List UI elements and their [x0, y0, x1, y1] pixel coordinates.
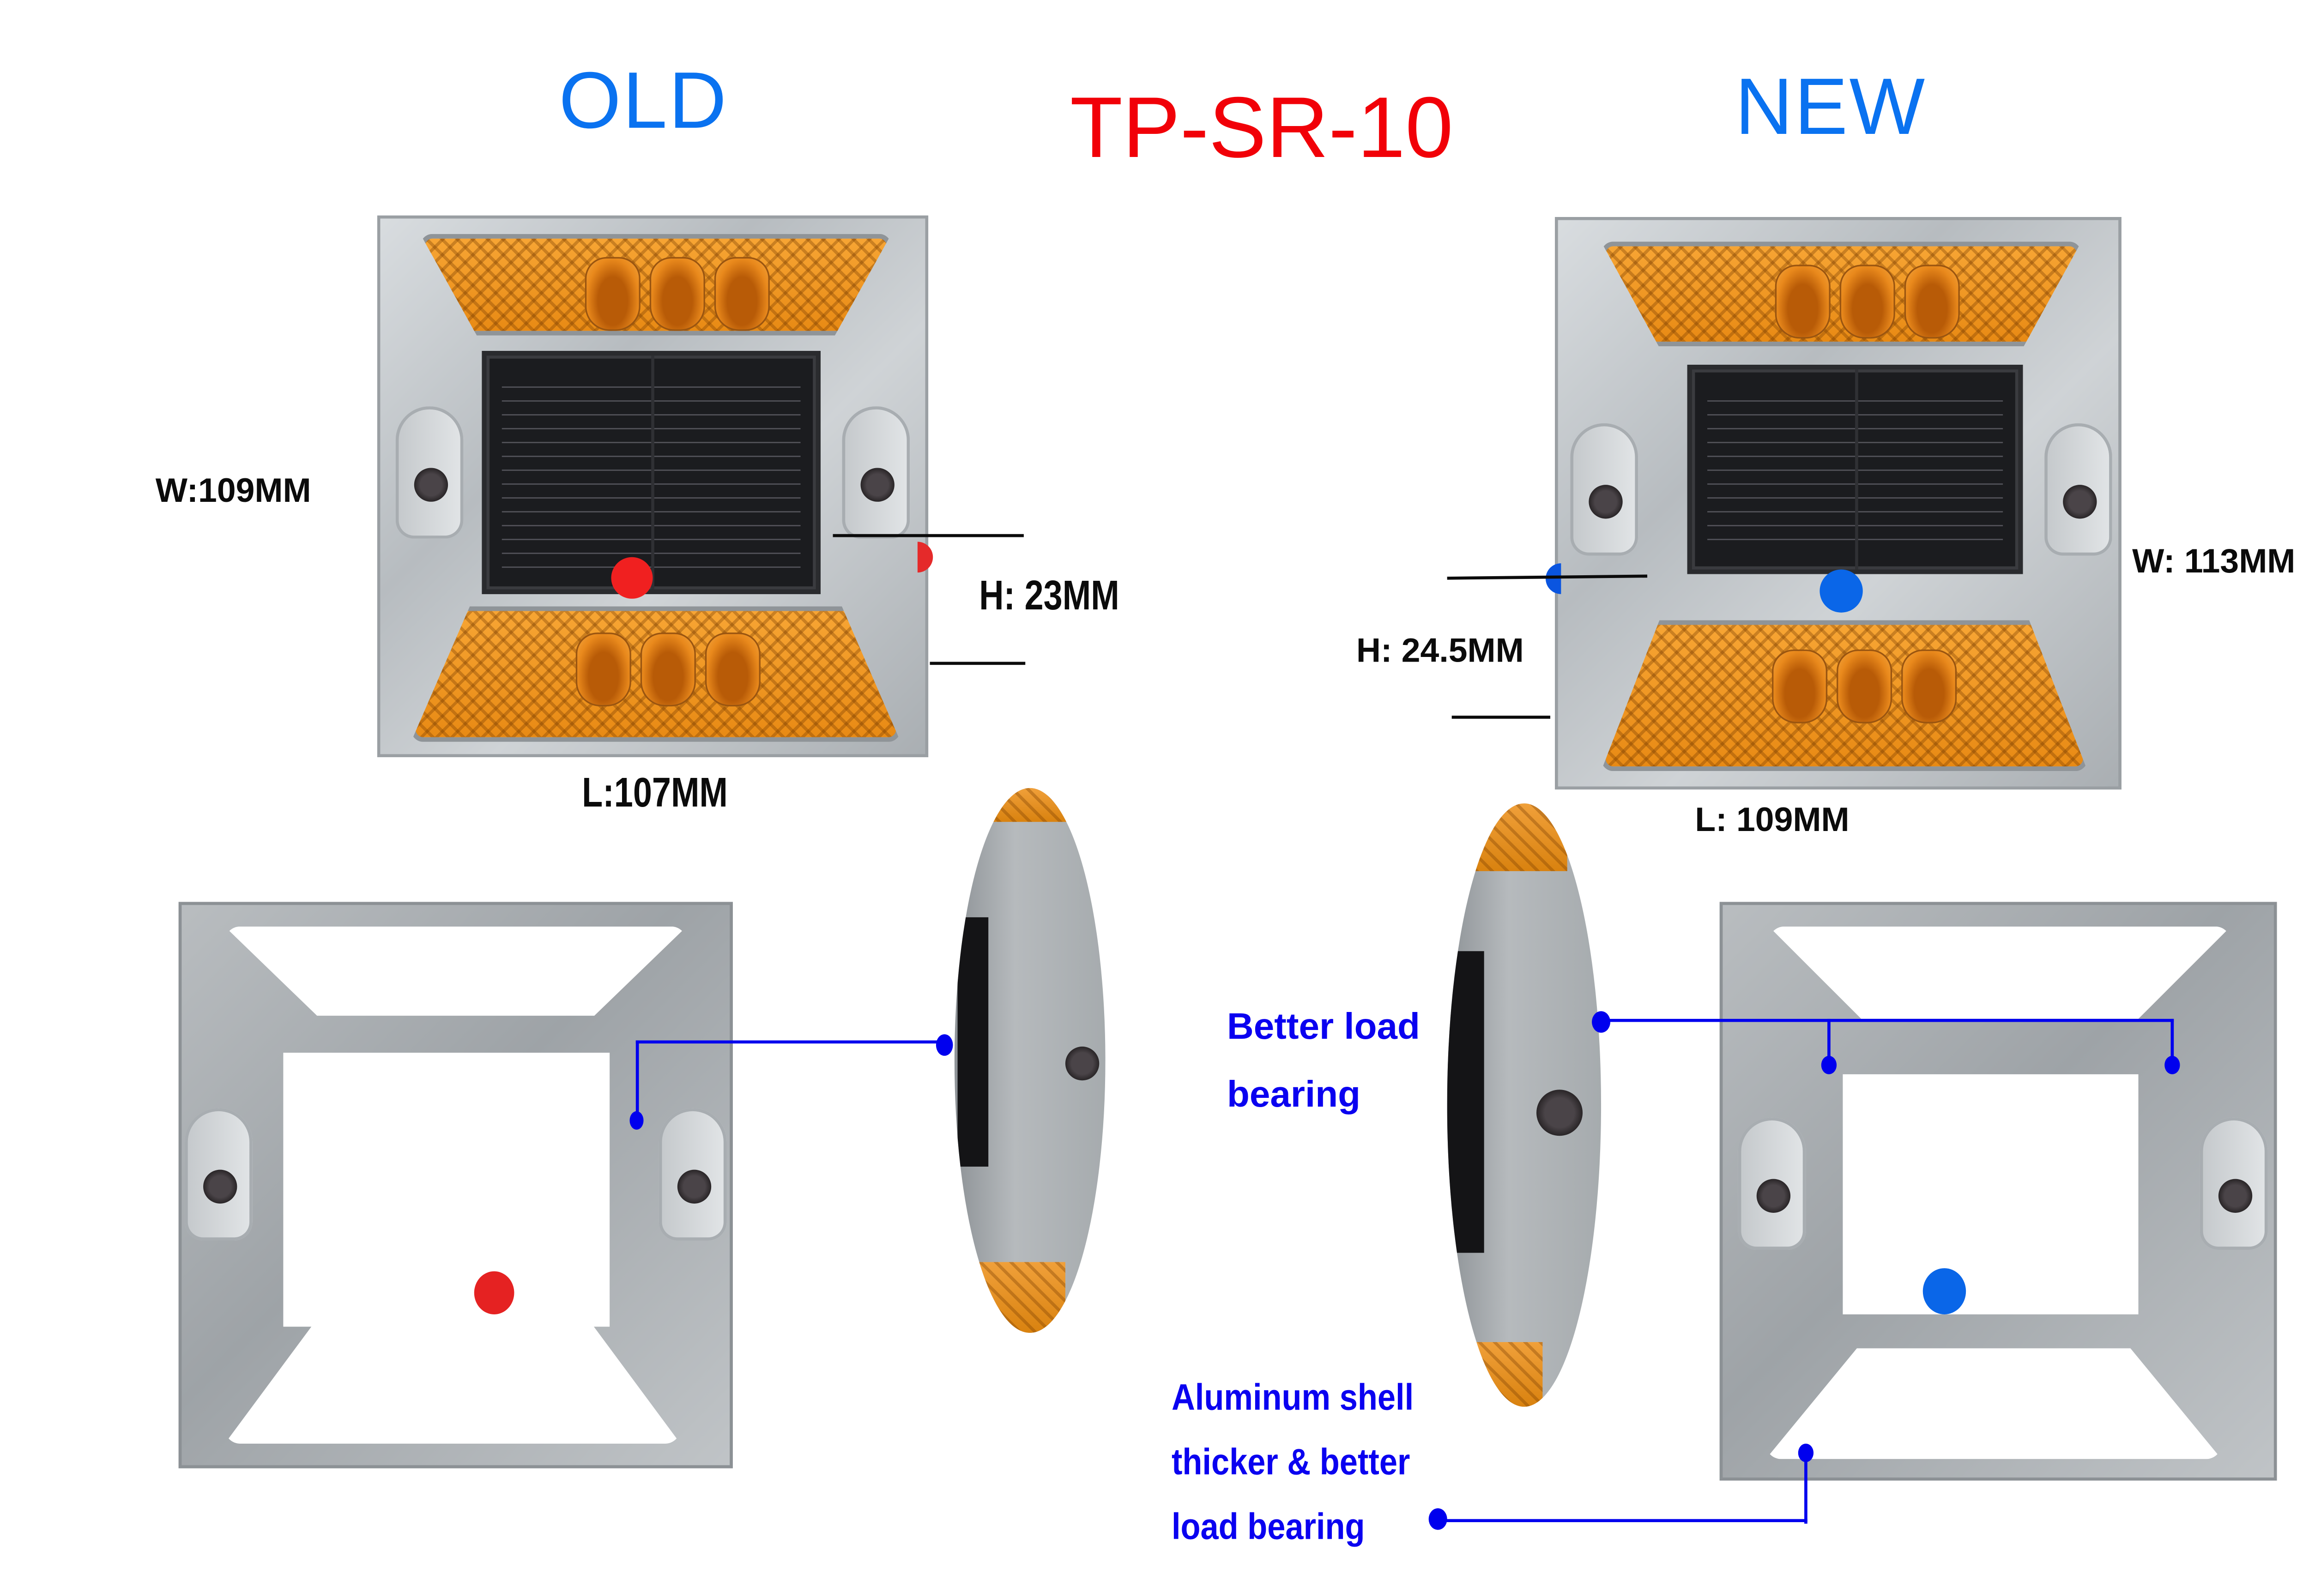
led-icon: [1901, 649, 1957, 723]
old-shell-photo: [178, 902, 733, 1469]
screw-hole-icon: [1756, 1179, 1791, 1213]
screw-hole-icon: [1589, 485, 1623, 519]
old-leader-line-horizontal: [635, 1040, 944, 1044]
screw-hole-icon: [2063, 485, 2097, 519]
callout-line: thicker & better: [1171, 1442, 1410, 1484]
old-label: OLD: [559, 57, 728, 146]
old-leader-line-vertical: [635, 1040, 639, 1120]
led-icon: [1839, 265, 1895, 339]
red-edge-marker: [917, 542, 933, 573]
leader-endpoint-dot: [1592, 1011, 1611, 1033]
shell-leader-line-vertical: [1804, 1453, 1807, 1524]
leader-endpoint-dot: [1821, 1055, 1837, 1074]
old-shell-right-ear: [659, 1108, 727, 1241]
led-icon: [575, 632, 631, 707]
callout-line: load bearing: [1171, 1506, 1365, 1548]
old-width-label: W:109MM: [155, 471, 311, 510]
old-solar-panel: [482, 351, 821, 594]
new-stud-photo: [1555, 217, 2122, 790]
new-height-bottom-line: [1451, 716, 1551, 719]
screw-hole-icon: [677, 1169, 712, 1204]
old-height-top-line: [833, 534, 1024, 537]
new-length-label: L: 109MM: [1695, 800, 1850, 839]
blue-edge-marker: [1546, 563, 1561, 594]
led-icon: [705, 632, 761, 707]
old-right-mount-ear: [842, 406, 910, 539]
new-leader-line-left-drop: [1827, 1018, 1831, 1065]
leader-endpoint-dot: [1428, 1508, 1447, 1530]
callout-line: bearing: [1227, 1074, 1360, 1116]
old-side-profile-photo: [954, 788, 1106, 1333]
leader-endpoint-dot: [629, 1111, 644, 1130]
aluminum-shell-callout: Aluminum shell thicker & better load bea…: [1172, 1367, 1414, 1560]
led-icon: [1772, 649, 1828, 723]
old-top-reflector: [420, 234, 892, 336]
screw-hole-icon: [2218, 1179, 2253, 1213]
new-right-mount-ear: [2044, 423, 2112, 556]
old-height-label: H: 23MM: [979, 572, 1119, 619]
screw-hole-icon: [1536, 1090, 1583, 1136]
old-shell-top-opening: [224, 926, 687, 1016]
shell-leader-line-horizontal: [1442, 1519, 1807, 1523]
old-shell-center-opening: [283, 1053, 610, 1327]
led-icon: [585, 257, 641, 331]
new-shell-left-ear: [1738, 1117, 1806, 1250]
led-icon: [1837, 649, 1892, 723]
new-shell-center-opening: [1843, 1074, 2139, 1314]
old-bottom-reflector: [411, 606, 901, 742]
new-side-profile-photo: [1447, 803, 1602, 1407]
new-shell-bottom-opening: [1765, 1348, 2222, 1459]
model-title: TP-SR-10: [1070, 78, 1453, 176]
screw-hole-icon: [414, 468, 448, 502]
old-left-mount-ear: [395, 406, 464, 539]
callout-line: Better load: [1227, 1006, 1420, 1048]
new-shell-photo: [1719, 902, 2277, 1481]
led-icon: [1775, 265, 1831, 339]
led-icon: [640, 632, 696, 707]
new-bottom-reflector: [1601, 620, 2088, 771]
old-shell-left-ear: [185, 1108, 253, 1241]
new-left-mount-ear: [1570, 423, 1638, 556]
load-bearing-callout: Better load bearing: [1227, 994, 1420, 1130]
new-leader-line-horizontal: [1601, 1018, 2174, 1022]
old-stud-photo: [377, 215, 929, 758]
new-shell-top-opening: [1769, 926, 2231, 1019]
screw-hole-icon: [203, 1169, 237, 1204]
red-marker-dot: [474, 1271, 514, 1314]
new-shell-right-ear: [2200, 1117, 2268, 1250]
leader-endpoint-dot: [2164, 1055, 2180, 1074]
new-solar-panel: [1687, 365, 2023, 574]
blue-marker-dot: [1922, 1268, 1966, 1314]
blue-marker-dot: [1819, 569, 1863, 613]
red-marker-dot: [611, 557, 653, 599]
old-height-bottom-line: [930, 662, 1026, 665]
old-length-label: L:107MM: [582, 769, 728, 816]
leader-endpoint-dot: [1798, 1444, 1814, 1463]
screw-hole-icon: [860, 468, 895, 502]
leader-endpoint-dot: [936, 1034, 953, 1056]
led-icon: [1904, 265, 1960, 339]
new-label: NEW: [1735, 63, 1927, 153]
new-top-reflector: [1601, 241, 2082, 347]
new-leader-line-right-drop: [2170, 1018, 2174, 1065]
led-icon: [714, 257, 770, 331]
old-shell-bottom-opening: [224, 1320, 681, 1444]
new-height-label: H: 24.5MM: [1356, 631, 1524, 670]
screw-hole-icon: [1065, 1046, 1100, 1081]
led-icon: [649, 257, 705, 331]
new-width-label: W: 113MM: [2132, 542, 2296, 580]
callout-line: Aluminum shell: [1171, 1377, 1414, 1419]
